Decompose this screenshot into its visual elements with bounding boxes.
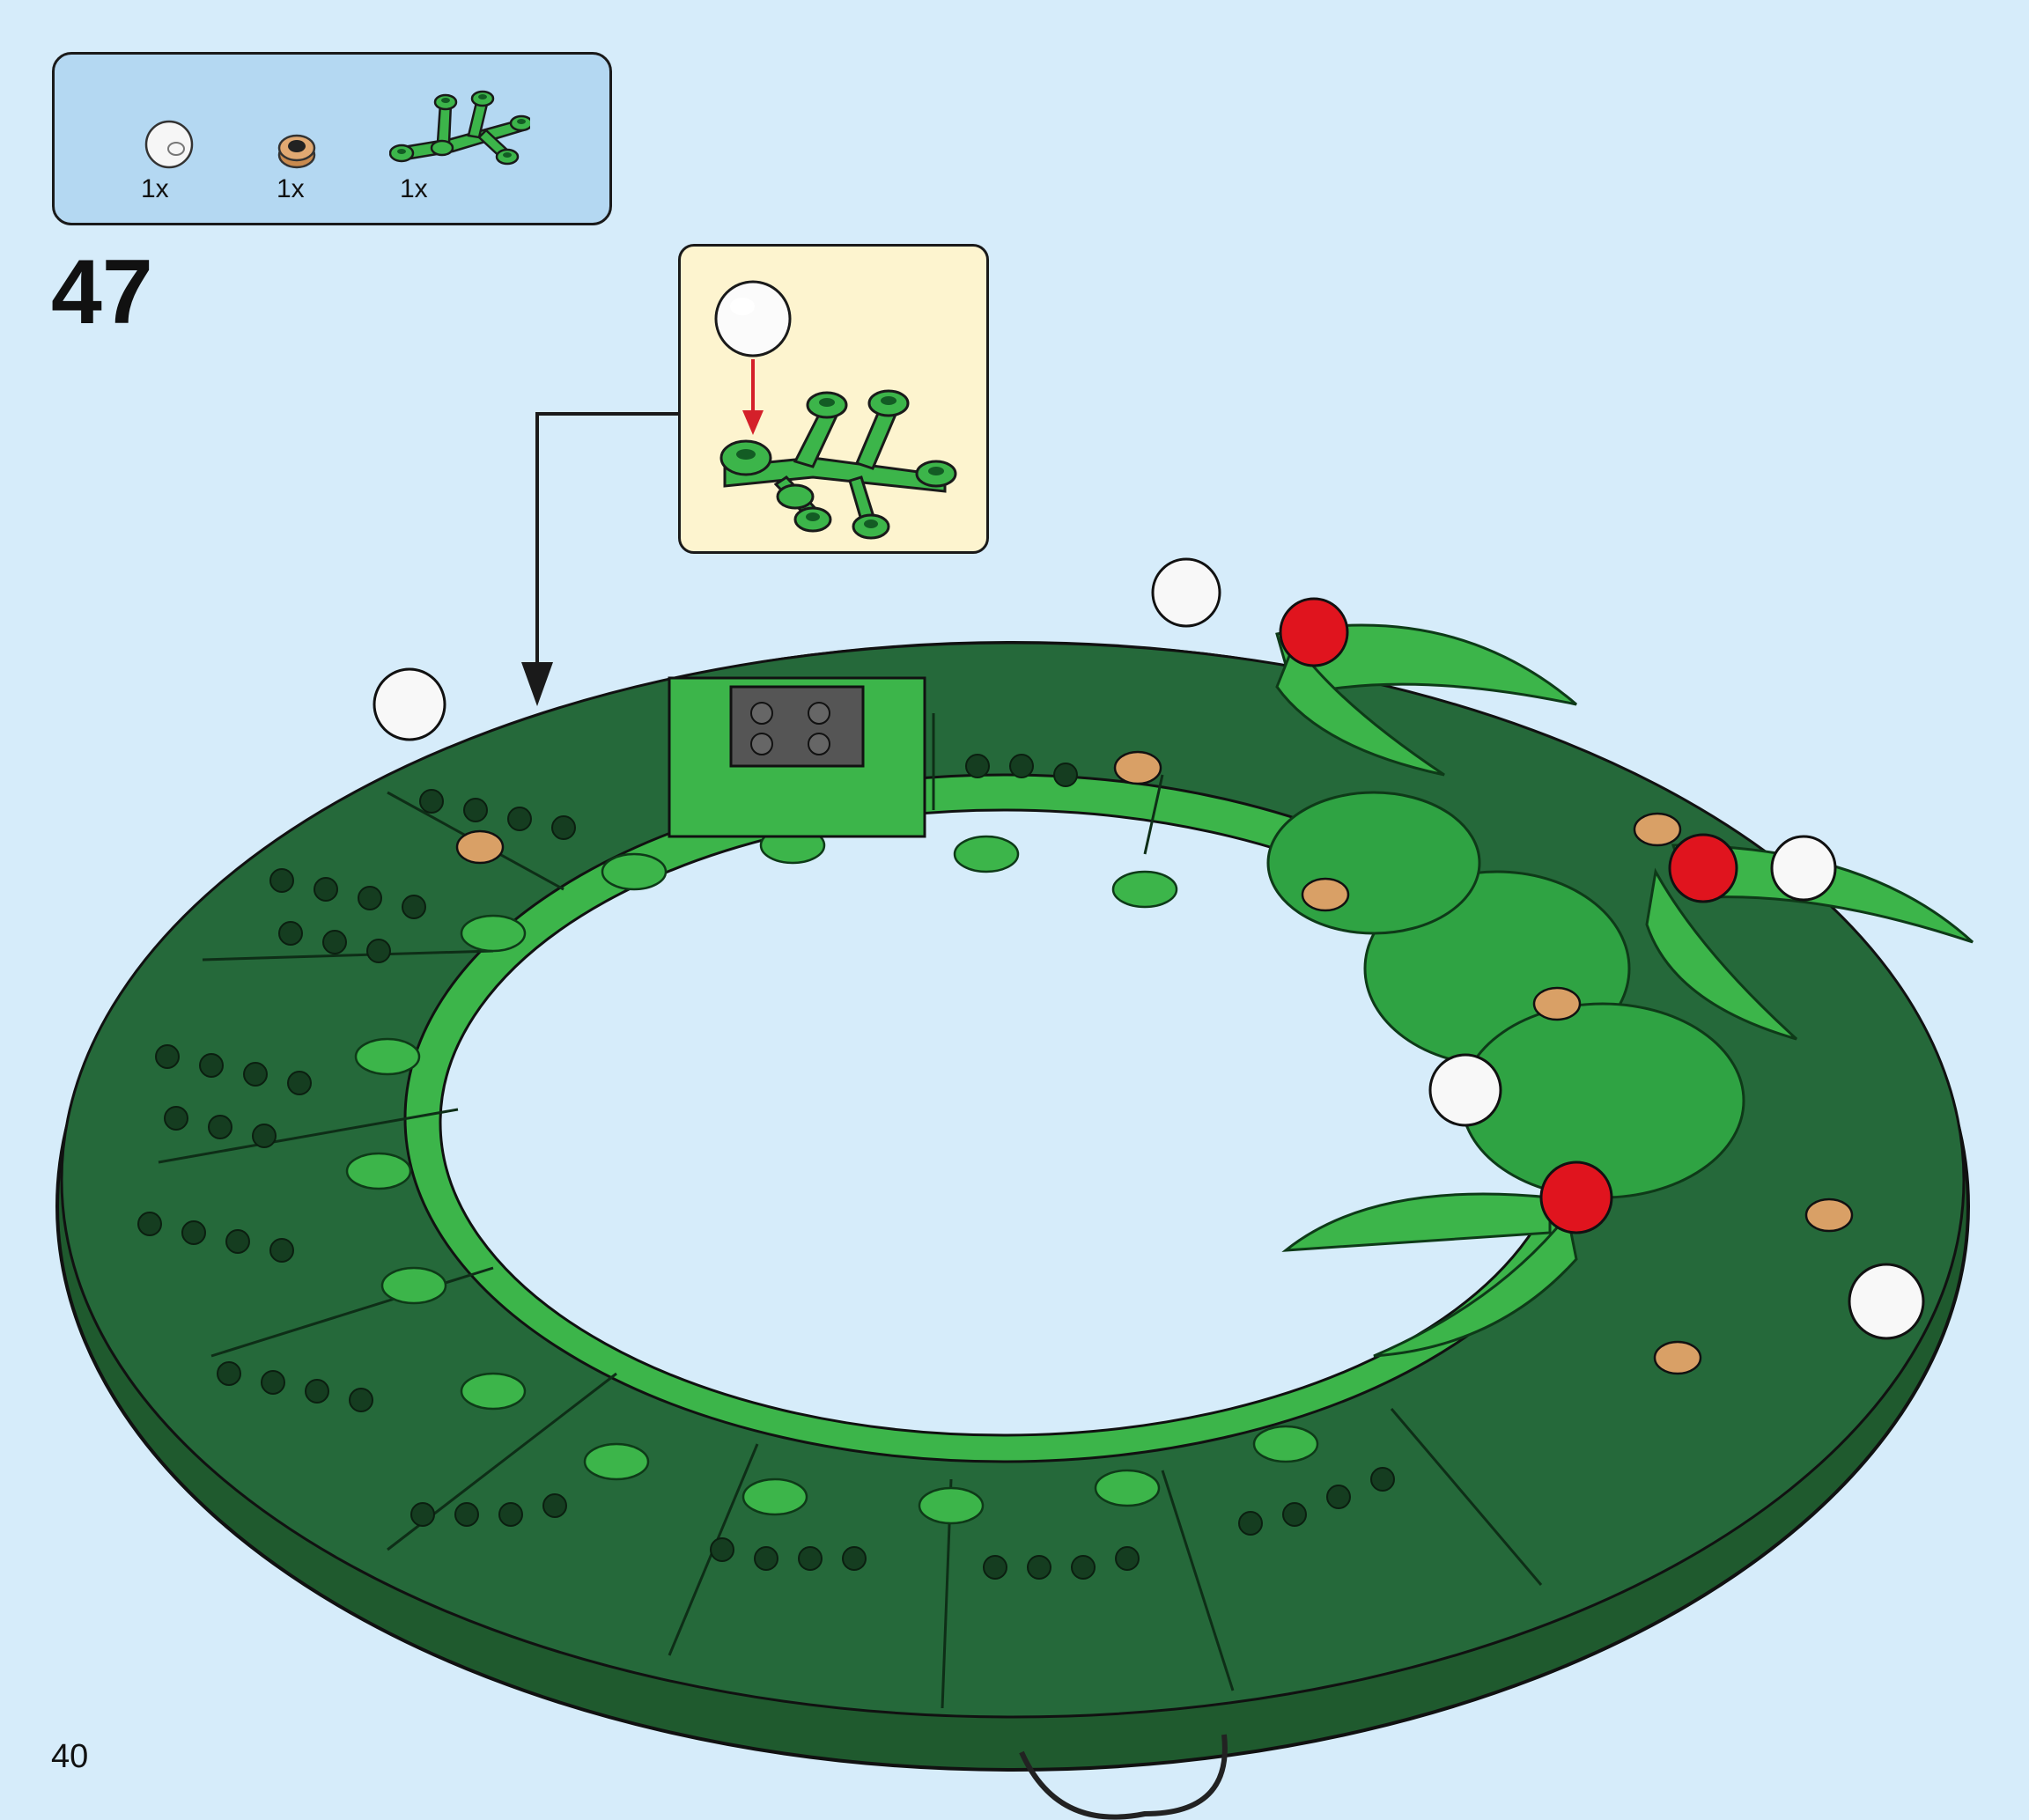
red-berries [1279,597,1738,1234]
sub-assembly-callout [678,244,989,554]
leaf-trim [345,826,1319,1525]
foliage-cluster [1266,623,1974,1358]
tan-round-plate-icon [275,129,319,173]
part-quantity-3: 1x [400,174,428,203]
step-number: 47 [51,241,153,343]
white-lights [373,557,1925,1340]
battery-cable [1019,1734,1228,1820]
green-plant-stem-icon [389,86,530,174]
tan-round-plates [455,750,1854,1375]
studs [137,754,1395,1580]
red-assembly-arrow [742,359,764,435]
page-number: 40 [51,1738,89,1775]
callout-white-tile [714,280,792,357]
white-round-tile-icon [143,118,197,173]
part-quantity-1: 1x [141,174,169,203]
part-quantity-2: 1x [277,174,305,203]
center-top-module [668,676,926,838]
callout-pointer-arrow [521,412,678,706]
wreath-base-ring [55,641,1970,1772]
parts-list-box: 1x 1x [52,52,612,225]
